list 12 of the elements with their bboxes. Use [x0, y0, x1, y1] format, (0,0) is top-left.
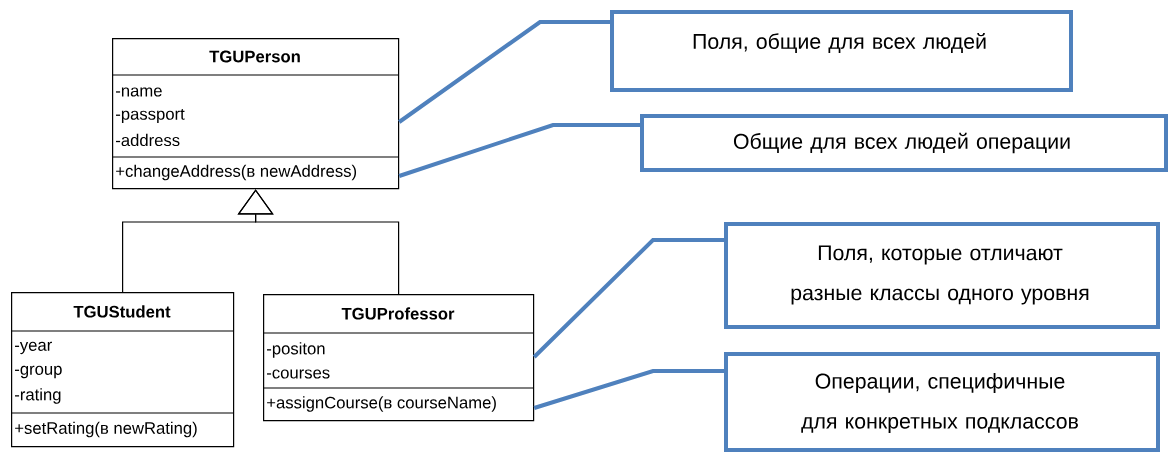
class-box: TGUProfessor -positon -courses +assignCourse(в courseName)	[262, 294, 535, 422]
callout-box: Поля, общие для всех людей	[610, 10, 1073, 92]
class-box: TGUPerson -name -passport -address +changeAddress(в newAddress)	[111, 38, 400, 190]
leader-line	[398, 123, 640, 178]
leader-line	[532, 238, 724, 359]
leader-line	[398, 20, 610, 124]
inheritance-arrow	[237, 189, 400, 295]
callout-box: Поля, которые отличают разные классы одного уровня	[724, 222, 1160, 329]
class-box: TGUStudent -year -group -rating +setRating(в newRating)	[10, 292, 235, 448]
callout-box: Операции, специфичные для конкретных подклассов	[724, 352, 1160, 452]
leader-line	[533, 369, 724, 410]
callout-box: Общие для всех людей операции	[640, 114, 1168, 172]
